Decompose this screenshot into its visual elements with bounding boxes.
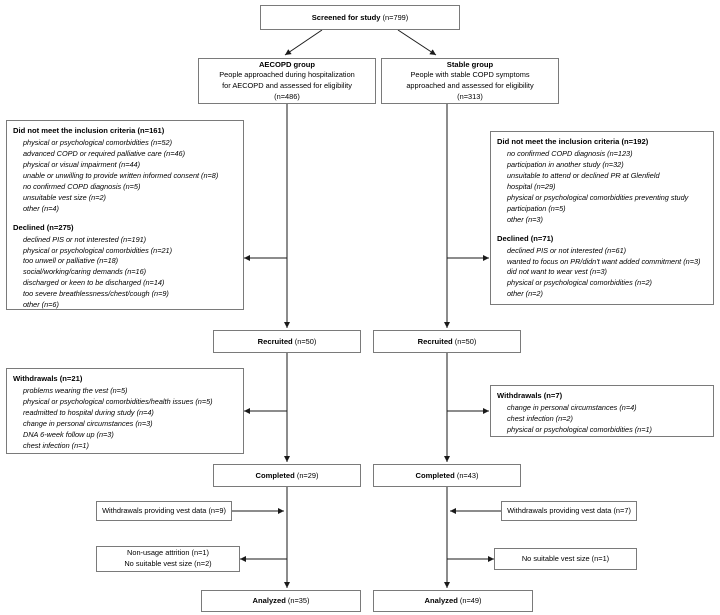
list-item: social/working/caring demands (n=16) — [23, 267, 147, 277]
vest-data-right-label: Withdrawals providing vest data (n=7) — [507, 505, 631, 515]
list-item: physical or psychological comorbidities … — [507, 192, 689, 202]
stable-inclusion-reasons: no confirmed COPD diagnosis (n=123) part… — [497, 149, 707, 226]
list-item: no confirmed COPD diagnosis (n=5) — [23, 181, 141, 191]
node-stable-group: Stable group People with stable COPD sym… — [381, 58, 559, 104]
list-item: change in personal circumstances (n=4) — [507, 403, 637, 412]
list-item: declined PIS or not interested (n=191) — [23, 234, 147, 244]
list-item: declined PIS or not interested (n=61) — [507, 245, 627, 255]
list-item: physical or psychological comorbidities … — [507, 278, 652, 288]
node-analyzed-aecopd: Analyzed (n=35) — [201, 590, 361, 612]
completed-left-count: (n=29) — [296, 470, 319, 480]
list-item: physical or psychological comorbidities … — [23, 245, 173, 255]
list-item: physical or psychological comorbidities/… — [23, 396, 213, 406]
list-item: other (n=3) — [507, 214, 543, 224]
list-item: change in personal circumstances (n=3) — [23, 418, 153, 428]
list-item: physical or psychological comorbidities … — [23, 138, 173, 147]
analyzed-right-label: Analyzed — [424, 596, 458, 606]
aecopd-group-line2: for AECOPD and assessed for eligibility — [222, 81, 352, 91]
attrition-left-line1: Non-usage attrition (n=1) — [127, 548, 209, 558]
analyzed-right-count: (n=49) — [459, 596, 482, 606]
list-item: wanted to focus on PR/didn't want added … — [507, 256, 701, 266]
list-item-continuation: hospital (n=29) — [507, 181, 556, 191]
screened-label: Screened for study (n=799) — [311, 12, 409, 22]
list-item: DNA 6-week follow up (n=3) — [23, 429, 114, 439]
node-attrition-aecopd: Non-usage attrition (n=1) No suitable ve… — [96, 546, 240, 572]
list-item-continuation: participation (n=5) — [507, 203, 566, 213]
completed-left-label: Completed — [255, 470, 295, 480]
list-item: problems wearing the vest (n=5) — [23, 386, 128, 395]
recruited-right-label: Recruited — [417, 336, 453, 346]
stable-group-line2: approached and assessed for eligibility — [406, 81, 534, 91]
aecopd-group-title: AECOPD group — [258, 60, 316, 70]
list-item: chest infection (n=2) — [507, 413, 573, 423]
attrition-left-line2: No suitable vest size (n=2) — [124, 559, 212, 568]
list-item: other (n=2) — [507, 289, 543, 299]
list-item: participation in another study (n=32) — [507, 159, 624, 169]
withdrawals-left-title: Withdrawals (n=21) — [13, 374, 83, 383]
withdrawals-right-reasons: change in personal circumstances (n=4) c… — [497, 403, 707, 436]
stable-declined-title: Declined (n=71) — [497, 233, 554, 243]
list-item: readmitted to hospital during study (n=4… — [23, 407, 154, 417]
section-gap — [13, 215, 237, 222]
node-completed-aecopd: Completed (n=29) — [213, 464, 361, 487]
list-item: advanced COPD or required palliative car… — [23, 148, 186, 158]
node-stable-exclusions: Did not meet the inclusion criteria (n=1… — [490, 131, 714, 305]
list-item: did not want to wear vest (n=3) — [507, 267, 607, 277]
vest-data-left-label: Withdrawals providing vest data (n=9) — [102, 505, 226, 515]
section-gap — [497, 226, 707, 233]
aecopd-group-line1: People approached during hospitalization — [219, 70, 355, 80]
withdrawals-right-title: Withdrawals (n=7) — [497, 391, 563, 400]
list-item: chest infection (n=1) — [23, 440, 89, 450]
node-recruited-stable: Recruited (n=50) — [373, 330, 521, 353]
screened-count: (n=799) — [382, 12, 409, 22]
withdrawals-left-reasons: problems wearing the vest (n=5) physical… — [13, 386, 237, 452]
list-item: unable or unwilling to provide written i… — [23, 170, 219, 180]
node-screened-for-study: Screened for study (n=799) — [260, 5, 460, 30]
list-item: discharged or keen to be discharged (n=1… — [23, 278, 165, 288]
list-item: too severe breathlessness/chest/cough (n… — [23, 289, 169, 299]
node-analyzed-stable: Analyzed (n=49) — [373, 590, 533, 612]
node-recruited-aecopd: Recruited (n=50) — [213, 330, 361, 353]
list-item: other (n=6) — [23, 300, 59, 310]
aecopd-inclusion-reasons: physical or psychological comorbidities … — [13, 138, 237, 215]
node-withdrawals-aecopd: Withdrawals (n=21) problems wearing the … — [6, 368, 244, 454]
analyzed-left-count: (n=35) — [287, 596, 310, 606]
list-item: unsuitable vest size (n=2) — [23, 192, 106, 202]
node-aecopd-exclusions: Did not meet the inclusion criteria (n=1… — [6, 120, 244, 310]
completed-right-count: (n=43) — [456, 470, 479, 480]
aecopd-declined-reasons: declined PIS or not interested (n=191) p… — [13, 235, 237, 312]
stable-inclusion-title: Did not meet the inclusion criteria (n=1… — [497, 137, 649, 146]
stable-group-title: Stable group — [446, 60, 494, 70]
stable-group-line1: People with stable COPD symptoms — [410, 70, 530, 80]
node-completed-stable: Completed (n=43) — [373, 464, 521, 487]
stable-group-count: (n=313) — [457, 91, 483, 101]
node-aecopd-group: AECOPD group People approached during ho… — [198, 58, 376, 104]
recruited-left-label: Recruited — [257, 336, 293, 346]
stable-declined-reasons: declined PIS or not interested (n=61) wa… — [497, 246, 707, 301]
list-item: physical or psychological comorbidities … — [507, 424, 652, 434]
list-item: unsuitable to attend or declined PR at G… — [507, 170, 660, 180]
recruited-right-count: (n=50) — [454, 336, 477, 346]
aecopd-inclusion-title: Did not meet the inclusion criteria (n=1… — [13, 126, 165, 135]
node-vest-data-aecopd: Withdrawals providing vest data (n=9) — [96, 501, 232, 521]
list-item: too unwell or palliative (n=18) — [23, 256, 119, 266]
node-attrition-stable: No suitable vest size (n=1) — [494, 548, 637, 570]
completed-right-label: Completed — [415, 470, 455, 480]
list-item: no confirmed COPD diagnosis (n=123) — [507, 149, 633, 158]
analyzed-left-label: Analyzed — [252, 596, 286, 606]
aecopd-declined-title: Declined (n=275) — [13, 222, 74, 232]
node-vest-data-stable: Withdrawals providing vest data (n=7) — [501, 501, 637, 521]
list-item: other (n=4) — [23, 203, 59, 213]
aecopd-group-count: (n=486) — [274, 91, 300, 101]
node-withdrawals-stable: Withdrawals (n=7) change in personal cir… — [490, 385, 714, 437]
list-item: physical or visual impairment (n=44) — [23, 159, 140, 169]
recruited-left-count: (n=50) — [294, 336, 317, 346]
attrition-right-line1: No suitable vest size (n=1) — [521, 553, 610, 563]
